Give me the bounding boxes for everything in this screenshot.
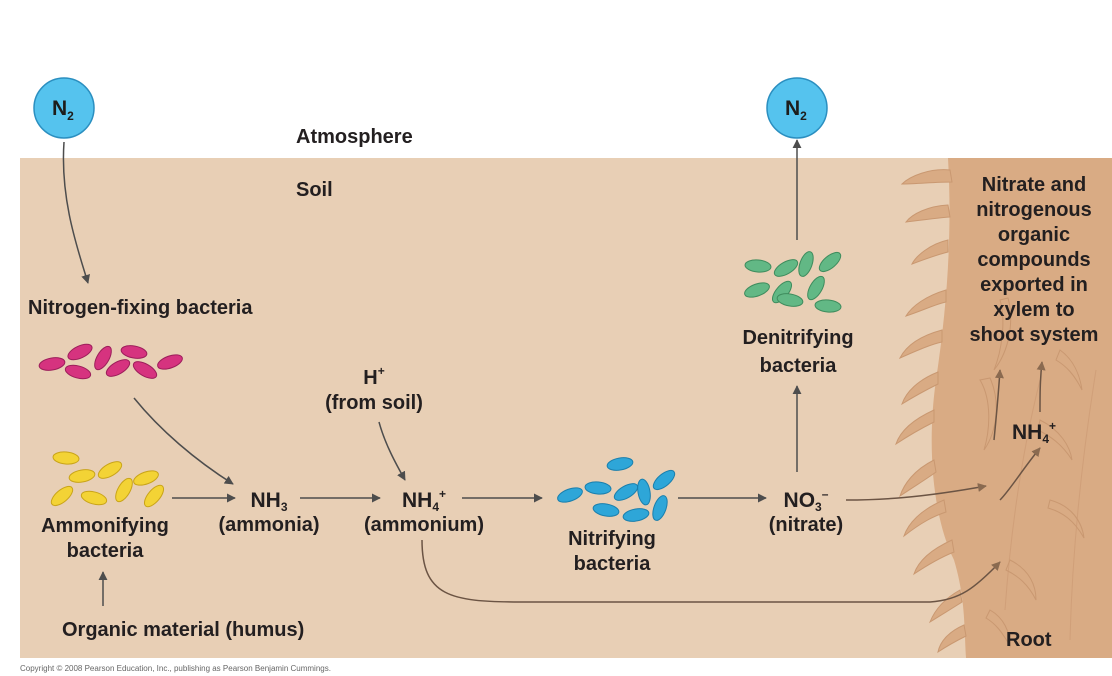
denitrifying-line-1: Denitrifying <box>742 327 854 349</box>
exported-line-7: shoot system <box>969 324 1099 346</box>
nh4-name: (ammonium) <box>364 514 484 536</box>
no3-sup: – <box>821 487 829 501</box>
nh4-base: NH <box>401 489 433 512</box>
n2-left-base: N <box>52 97 67 120</box>
h-plus-label: H+ (from soil) <box>325 364 423 416</box>
exported-line-3: organic <box>997 224 1071 246</box>
nh3-base: NH <box>250 489 281 512</box>
nitrifying-bacteria-label: Nitrifying bacteria <box>568 527 656 577</box>
nh4-label: NH4+ (ammonium) <box>364 488 484 538</box>
ammonifying-line-2: bacteria <box>66 540 144 562</box>
nitrogen-fixing-bacteria-cluster <box>38 343 183 380</box>
nh4-root-base: NH <box>1012 421 1043 444</box>
atmosphere-label: Atmosphere <box>296 126 413 148</box>
arrow-no3-to-root <box>845 483 987 501</box>
n2-bubble-right: N2 <box>766 77 828 139</box>
root-label: Root <box>1006 629 1052 651</box>
denitrifying-bacteria-label: Denitrifying bacteria <box>742 324 853 380</box>
nh4-root-sub: 4 <box>1042 432 1050 446</box>
no3-base: NO <box>783 489 816 512</box>
exported-line-6: xylem to <box>993 299 1075 321</box>
nh4-sub: 4 <box>432 500 439 514</box>
arrow-fixing-to-nh3 <box>133 397 234 485</box>
nh3-name: (ammonia) <box>218 514 320 536</box>
nitrifying-line-2: bacteria <box>573 553 651 575</box>
h-plus-base: H <box>363 367 378 389</box>
denitrifying-line-2: bacteria <box>759 355 837 377</box>
nitrogen-fixing-bacteria-label: Nitrogen-fixing bacteria <box>28 297 253 319</box>
arrow-root-up-left <box>993 369 1004 441</box>
nitrifying-line-1: Nitrifying <box>568 528 656 550</box>
h-plus-sup: + <box>377 364 385 378</box>
ammonifying-bacteria-label: Ammonifying bacteria <box>41 514 169 564</box>
arrow-nh4-under-to-root <box>421 539 1001 603</box>
nh4-root-label: NH4+ <box>1012 420 1056 445</box>
no3-formula: NO3– <box>769 488 843 513</box>
nh3-formula: NH3 <box>218 488 319 513</box>
ammonifying-bacteria-cluster <box>50 451 165 508</box>
exported-line-2: nitrogenous <box>976 199 1092 221</box>
no3-name: (nitrate) <box>768 514 844 536</box>
n2-right-sub: 2 <box>800 109 807 123</box>
nh4-root-sup: + <box>1049 419 1057 433</box>
denitrifying-bacteria-cluster <box>744 251 842 313</box>
n2-left-sub: 2 <box>67 109 74 123</box>
h-plus-line: H+ <box>325 364 423 391</box>
flow-arrows <box>62 139 1046 606</box>
ammonifying-line-1: Ammonifying <box>41 515 169 537</box>
arrow-hplus-to-nh4 <box>378 421 406 481</box>
n2-right-base: N <box>785 97 800 120</box>
copyright-notice: Copyright © 2008 Pearson Education, Inc.… <box>20 664 331 673</box>
svg-text:N2: N2 <box>785 97 807 123</box>
nitrifying-bacteria-cluster <box>557 457 676 522</box>
exported-line-5: exported in <box>980 274 1088 296</box>
nh3-label: NH3 (ammonia) <box>218 488 319 538</box>
no3-label: NO3– (nitrate) <box>769 488 843 538</box>
root <box>895 158 1112 658</box>
nh4-formula: NH4+ <box>364 488 484 513</box>
exported-line-4: compounds <box>977 249 1091 271</box>
arrow-root-to-nh4 <box>999 447 1041 501</box>
exported-line-1: Nitrate and <box>981 174 1087 196</box>
soil-label: Soil <box>296 179 333 201</box>
soil-region <box>20 158 1112 658</box>
nh4-sup: + <box>439 487 447 501</box>
exported-compounds-label: Nitrate and nitrogenous organic compound… <box>970 173 1099 348</box>
n2-bubble-left: N2 <box>33 77 95 139</box>
svg-text:N2: N2 <box>52 97 74 123</box>
arrow-n2-to-fixing <box>62 141 90 284</box>
from-soil-line: (from soil) <box>325 392 423 414</box>
no3-sub: 3 <box>815 500 822 514</box>
arrow-root-up-right <box>1036 361 1046 413</box>
nh3-sub: 3 <box>280 500 288 514</box>
organic-material-label: Organic material (humus) <box>62 619 305 641</box>
